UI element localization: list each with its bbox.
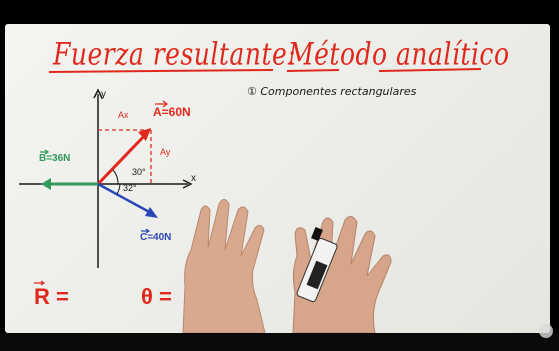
whiteboard: Fuerza resultante: Método analítico ① Co… (5, 24, 550, 333)
b-label-arrow (40, 149, 50, 155)
title-underline-3 (378, 68, 482, 72)
vector-c (97, 182, 154, 216)
resultant-label: R = (34, 284, 69, 309)
vector-b-head (41, 178, 51, 190)
x-axis-arrow (182, 179, 193, 189)
channel-logo-icon (539, 324, 553, 338)
a-label-arrow (155, 100, 168, 108)
ay-label: Ay (160, 147, 171, 157)
marker-pen (296, 226, 338, 303)
subtitle-text: ① Componentes rectangulares (247, 85, 417, 98)
y-axis-arrow (93, 88, 103, 99)
presenter-hands (182, 199, 392, 333)
angle-a-arc (112, 169, 119, 185)
vector-c-label: C=40N (140, 232, 172, 243)
video-bottom-bar (0, 333, 559, 351)
vector-diagram (19, 68, 482, 286)
c-label-arrow (141, 228, 151, 234)
vector-a (96, 130, 150, 186)
angle-c-arc (116, 183, 121, 195)
angle-c-label: 32° (123, 183, 137, 193)
theta-label: θ = (141, 284, 172, 309)
vector-c-head (145, 207, 158, 218)
y-axis-label: y (101, 89, 106, 100)
title-underline-1 (48, 69, 274, 73)
title-part-1: Fuerza resultante: (53, 35, 297, 72)
vector-a-label: A=60N (153, 105, 191, 119)
ax-label: Ax (118, 110, 129, 120)
r-label-arrow (34, 280, 46, 286)
vector-b-label: B=36N (39, 153, 71, 164)
x-axis-label: x (191, 173, 196, 184)
title-underline-2 (286, 69, 340, 72)
left-hand (182, 199, 266, 333)
vector-a-head (138, 128, 151, 141)
angle-a-label: 30° (132, 167, 146, 177)
title-part-2: Método analítico (288, 35, 510, 72)
